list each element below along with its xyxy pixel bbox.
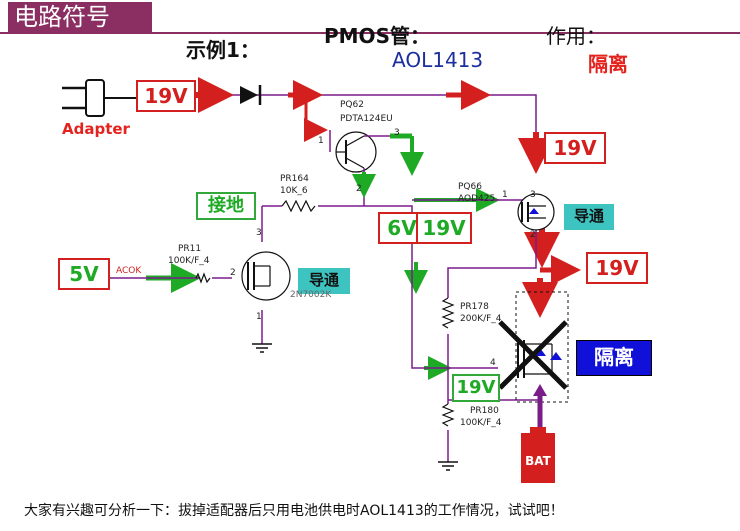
pin-number: 2 (530, 230, 536, 240)
output-voltage-box: 19V (586, 252, 648, 284)
pr164-ref: PR164 (280, 174, 309, 184)
nmos-conduct-tag: 导通 (298, 268, 350, 294)
isolation-mosfet-icon (498, 291, 569, 403)
node-19v-box: 19V (416, 212, 472, 244)
gate-19v-box: 19V (452, 374, 500, 402)
type-label: PMOS管： (324, 24, 430, 48)
pr178-value: 200K/F_4 (460, 314, 502, 324)
pr164-resistor-icon (281, 199, 316, 213)
pr164-value: 10K_6 (280, 186, 308, 196)
battery-cap (530, 427, 546, 435)
section-title-tab: 电路符号 (8, 2, 152, 32)
pr11-resistor-icon (195, 272, 211, 284)
example-label: 示例1： (186, 38, 260, 62)
pr178-ref: PR178 (460, 302, 489, 312)
pq62-part: PDTA124EU (340, 114, 393, 124)
pin-number: 3 (530, 190, 536, 200)
pq66-mosfet-icon (517, 193, 555, 231)
adapter-plug-icon (62, 79, 136, 117)
pr178-resistor-icon (441, 297, 455, 329)
pin-number: 1 (256, 312, 262, 322)
footer-note: 大家有兴趣可分析一下：拔掉适配器后只用电池供电时AOL1413的工作情况，试试吧… (24, 503, 564, 519)
input-5v-box: 5V (58, 258, 110, 290)
nmos-part: 2N7002K (290, 290, 332, 300)
part-number: AOL1413 (392, 48, 484, 72)
acok-label: ACOK (116, 266, 142, 276)
q66-source-voltage-box: 19V (544, 132, 606, 164)
pr11-value: 100K/F_4 (168, 256, 210, 266)
role-value: 隔离 (588, 52, 628, 76)
battery-icon: BAT (521, 433, 555, 483)
pin-number: 2 (230, 268, 236, 278)
pin-number: 1 (318, 136, 324, 146)
pq66-ref: PQ66 (458, 182, 482, 192)
pin-number: 3 (256, 228, 262, 238)
pin-number: 1 (502, 190, 508, 200)
ground-icon (438, 461, 458, 471)
ground-icon (252, 343, 272, 353)
adapter-label: Adapter (62, 120, 130, 138)
nmos-transistor-icon (241, 251, 291, 301)
pq62-ref: PQ62 (340, 100, 364, 110)
battery-flow-arrow (533, 384, 547, 430)
pin-number: 4 (490, 358, 496, 368)
adapter-voltage-box: 19V (136, 80, 196, 112)
diode-icon (240, 85, 262, 105)
pq66-part: AOD425 (458, 194, 496, 204)
current-arrow (196, 77, 581, 318)
pr180-value: 100K/F_4 (460, 418, 502, 428)
pr180-resistor-icon (441, 403, 455, 427)
role-label: 作用： (546, 24, 606, 48)
header-divider (0, 32, 740, 34)
q66-conduct-tag: 导通 (564, 204, 614, 230)
pin-number: 3 (394, 128, 400, 138)
pin-number: 2 (356, 184, 362, 194)
pq62-transistor-icon (329, 130, 412, 206)
pr180-ref: PR180 (470, 406, 499, 416)
pr11-ref: PR11 (178, 244, 202, 254)
isolate-tag: 隔离 (576, 340, 652, 376)
ground-tag: 接地 (196, 192, 256, 220)
